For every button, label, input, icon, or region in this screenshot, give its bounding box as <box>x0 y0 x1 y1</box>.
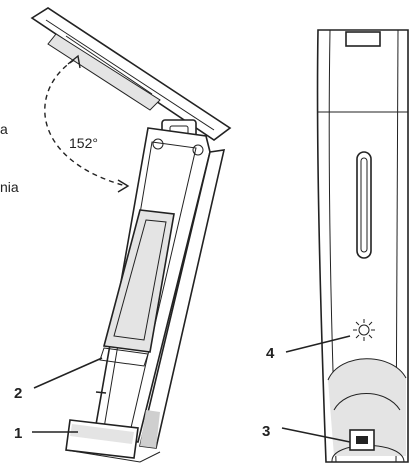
sun-icon <box>353 319 375 341</box>
lamp-stand-leg <box>139 149 226 449</box>
callout-2-number: 2 <box>14 385 22 402</box>
lamp-front-view: 4 3 <box>262 29 409 463</box>
lamp-base <box>65 419 161 463</box>
lamp-side-view: a 152° nia 2 1 <box>0 7 232 463</box>
lamp-head <box>30 7 232 141</box>
callout-4-number: 4 <box>266 345 275 362</box>
callout-3-number: 3 <box>262 423 270 440</box>
rotation-arc <box>44 54 130 193</box>
callout-2-line <box>33 357 103 389</box>
partial-label-top: a <box>0 121 8 137</box>
partial-label-bottom: nia <box>0 179 19 195</box>
callout-4-line <box>285 335 351 353</box>
lamp-arm <box>93 127 211 443</box>
usb-port-icon <box>349 429 375 451</box>
callout-1-number: 1 <box>14 425 22 442</box>
angle-label: 152° <box>69 135 98 151</box>
callout-3-line <box>281 427 351 443</box>
